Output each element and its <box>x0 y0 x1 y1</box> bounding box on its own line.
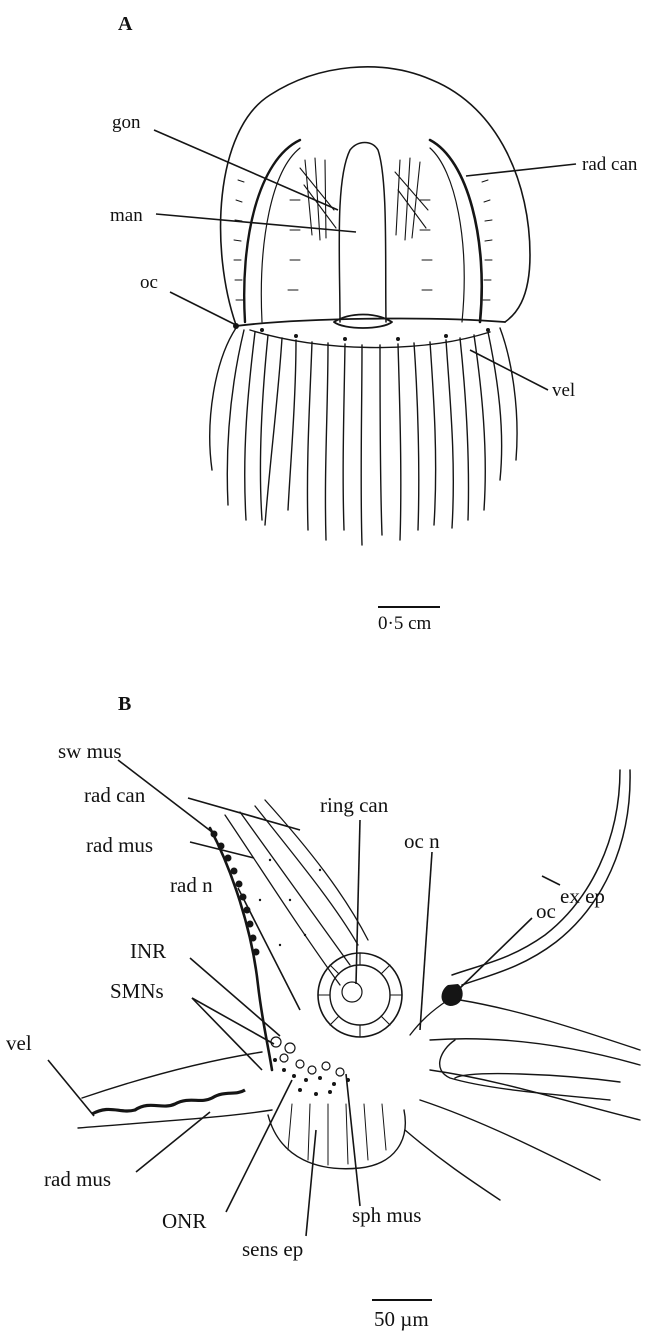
panel-a-letter: A <box>118 13 133 35</box>
panel-b-letter: B <box>118 693 131 715</box>
label-ring-can: ring can <box>320 793 389 817</box>
velum-lower <box>78 1110 272 1128</box>
leader-oc-b <box>458 918 532 990</box>
leader-rad-n <box>238 888 300 1010</box>
radial-canal-band-edge <box>255 806 358 945</box>
panel-b: B <box>6 693 640 1331</box>
scale-bar-a-label: 0·5 cm <box>378 613 432 634</box>
label-smns: SMNs <box>110 979 164 1003</box>
label-onr: ONR <box>162 1209 206 1233</box>
medusa-drawing <box>210 67 530 545</box>
label-rad-can-b: rad can <box>84 783 146 807</box>
label-oc-b: oc <box>536 899 556 923</box>
velum-radial-muscle <box>92 1090 245 1114</box>
manubrium-mouth <box>334 315 392 329</box>
bell-outline <box>221 67 530 325</box>
label-sw-mus: sw mus <box>58 739 122 763</box>
label-vel-a: vel <box>552 380 575 401</box>
leader-ex-ep <box>542 876 560 885</box>
label-rad-can-a: rad can <box>582 154 638 175</box>
label-rad-mus-lower: rad mus <box>44 1167 111 1191</box>
radial-canal-left <box>244 140 300 322</box>
leader-sens-ep <box>306 1130 316 1236</box>
leader-oc-n <box>420 852 432 1030</box>
ocelli <box>233 323 490 341</box>
nerve-ring-cluster <box>271 1037 350 1096</box>
manubrium <box>339 143 386 323</box>
velum-upper <box>82 1052 262 1098</box>
leader-smns-2 <box>192 998 262 1070</box>
label-rad-n: rad n <box>170 873 213 897</box>
velum <box>250 330 490 348</box>
ring-canal-nucleus <box>342 982 362 1002</box>
ocellar-nerve <box>410 1000 448 1035</box>
label-rad-mus-upper: rad mus <box>86 833 153 857</box>
label-vel-b: vel <box>6 1031 32 1055</box>
label-oc-n: oc n <box>404 829 440 853</box>
gonad-right <box>395 158 428 240</box>
leader-rad-can <box>466 164 576 176</box>
label-oc-a: oc <box>140 272 158 293</box>
mesoglea-dots <box>259 859 321 946</box>
label-sens-ep: sens ep <box>242 1237 303 1261</box>
scale-bar-b-label: 50 µm <box>374 1307 429 1331</box>
leader-rad-can-b <box>188 798 300 830</box>
leader-sph-mus <box>346 1074 360 1206</box>
leader-vel-b <box>48 1060 94 1116</box>
leader-onr <box>226 1080 292 1212</box>
label-inr: INR <box>130 939 166 963</box>
radial-canal-right <box>430 140 482 322</box>
tentacles <box>210 328 517 545</box>
exumbrella-outer <box>452 770 620 975</box>
bell-margin <box>236 319 505 326</box>
subumbrella-wall <box>210 828 272 1070</box>
panel-a: A <box>110 13 638 634</box>
leader-gon <box>154 130 338 210</box>
leader-ring-can <box>356 820 360 984</box>
label-sph-mus: sph mus <box>352 1203 421 1227</box>
leader-inr <box>190 958 280 1036</box>
sensory-epithelium-cells <box>288 1104 386 1165</box>
label-man: man <box>110 205 143 226</box>
label-gon: gon <box>112 112 141 133</box>
label-ex-ep: ex ep <box>560 884 605 908</box>
